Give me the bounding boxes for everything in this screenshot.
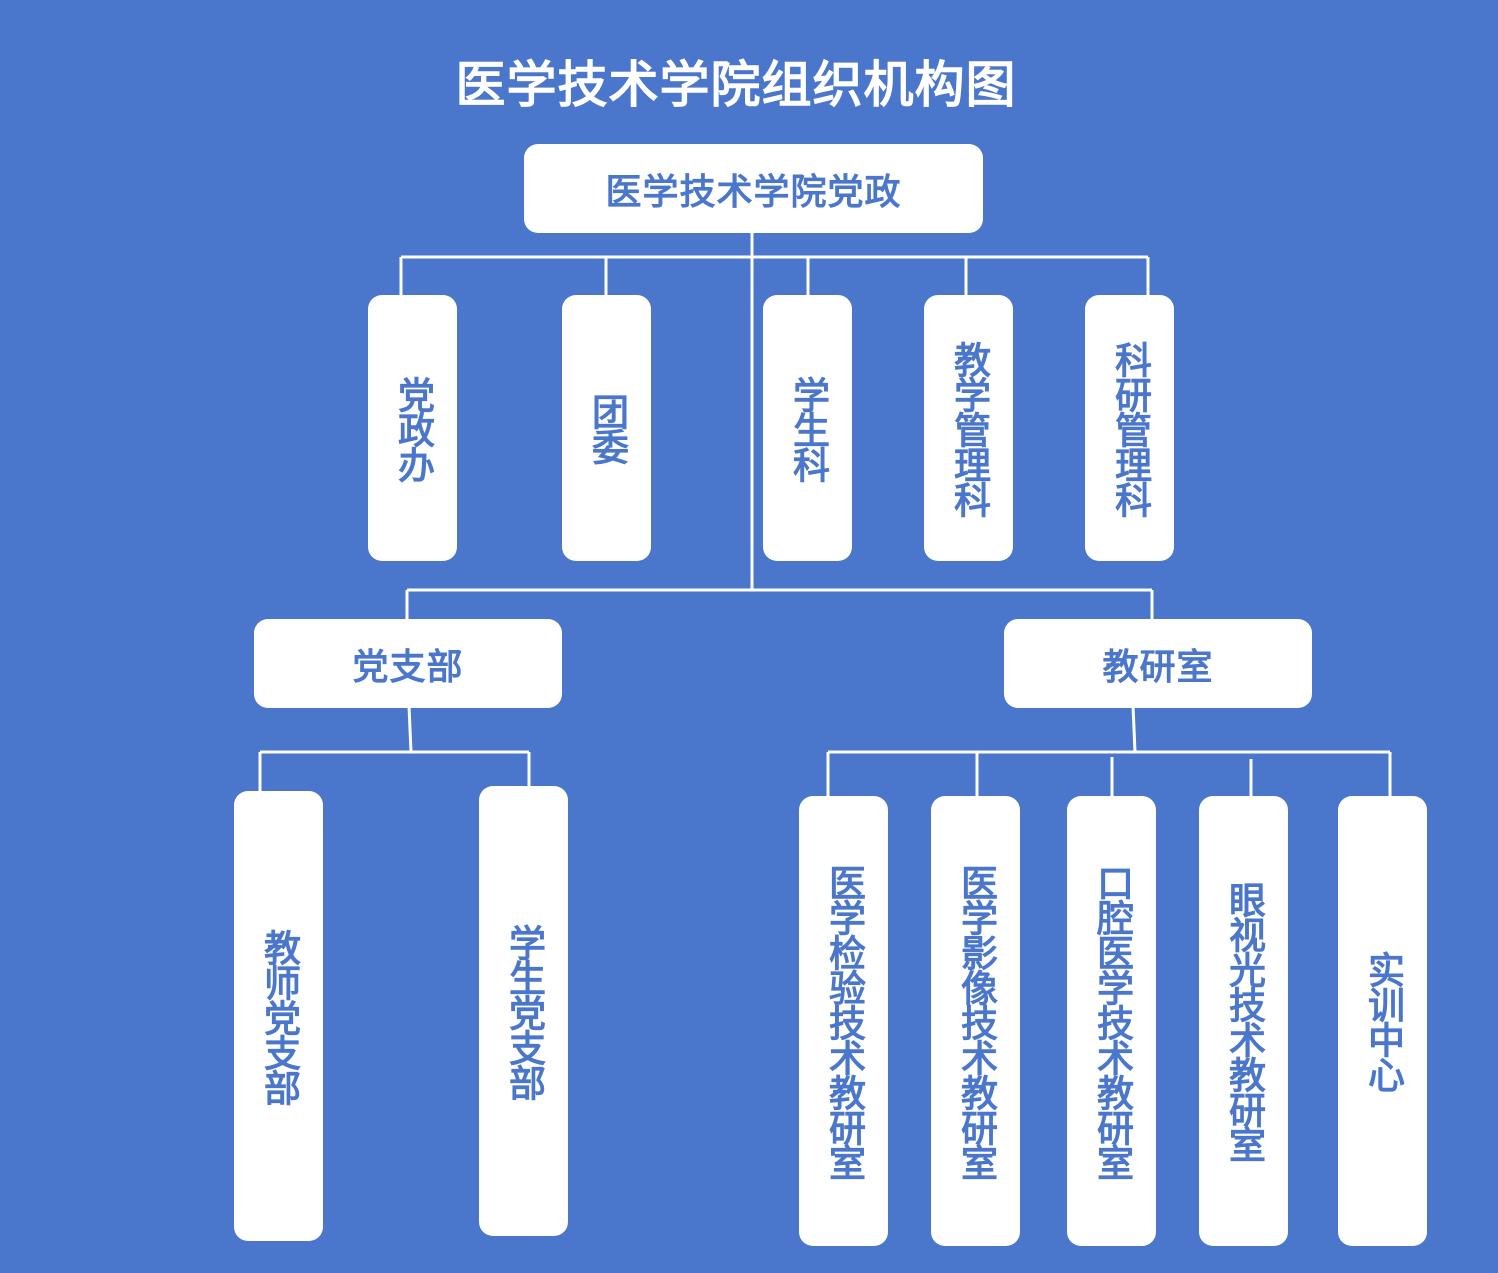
node-party-branch: 党支部 bbox=[254, 619, 562, 708]
node-label: 医学影像技术教研室 bbox=[954, 863, 998, 1179]
node-label: 实训中心 bbox=[1361, 951, 1405, 1091]
node-label: 教研室 bbox=[1102, 646, 1214, 688]
node-training-center: 实训中心 bbox=[1338, 796, 1427, 1246]
node-lab-medicine-office: 医学检验技术教研室 bbox=[799, 796, 888, 1246]
node-label: 眼视光技术教研室 bbox=[1222, 881, 1266, 1161]
node-office-youth-league: 团委 bbox=[562, 295, 651, 561]
node-label: 学生科 bbox=[786, 375, 830, 481]
node-dental-technology-office: 口腔医学技术教研室 bbox=[1067, 796, 1156, 1246]
node-label: 党政办 bbox=[391, 375, 435, 481]
node-label: 科研管理科 bbox=[1108, 340, 1152, 516]
node-office-teaching-management: 教学管理科 bbox=[924, 295, 1013, 561]
node-teacher-party-branch: 教师党支部 bbox=[234, 791, 323, 1241]
node-office-student-affairs: 学生科 bbox=[763, 295, 852, 561]
node-label: 教学管理科 bbox=[947, 340, 991, 516]
chart-title: 医学技术学院组织机构图 bbox=[455, 56, 1017, 114]
node-root: 医学技术学院党政 bbox=[524, 144, 983, 233]
node-label: 教师党支部 bbox=[257, 928, 301, 1104]
node-label: 学生党支部 bbox=[502, 923, 546, 1099]
node-label: 口腔医学技术教研室 bbox=[1090, 863, 1134, 1179]
node-student-party-branch: 学生党支部 bbox=[479, 786, 568, 1236]
node-label: 医学检验技术教研室 bbox=[822, 863, 866, 1179]
node-medical-imaging-office: 医学影像技术教研室 bbox=[931, 796, 1020, 1246]
node-label: 党支部 bbox=[352, 646, 464, 688]
node-office-party-admin: 党政办 bbox=[368, 295, 457, 561]
node-office-research-management: 科研管理科 bbox=[1085, 295, 1174, 561]
node-label: 团委 bbox=[585, 393, 629, 463]
node-optometry-office: 眼视光技术教研室 bbox=[1199, 796, 1288, 1246]
node-root-label: 医学技术学院党政 bbox=[605, 171, 902, 213]
node-teaching-office: 教研室 bbox=[1004, 619, 1312, 708]
